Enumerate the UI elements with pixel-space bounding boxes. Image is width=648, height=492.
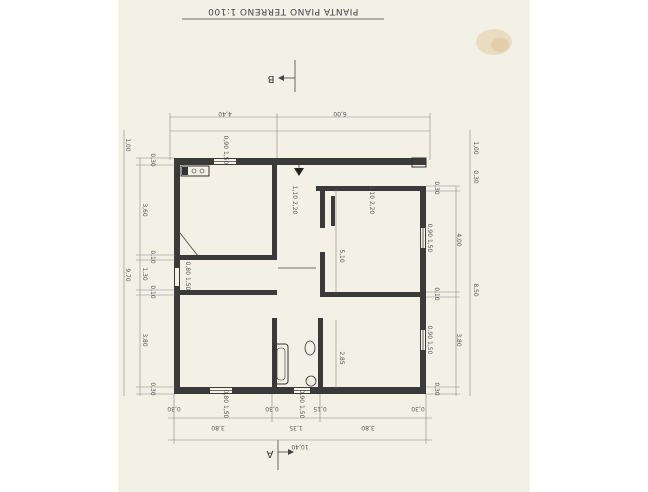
dim-bottom-1: 3,80: [211, 424, 225, 431]
wall-north: [174, 158, 426, 165]
section-label-b: B: [267, 73, 274, 84]
dim-left-total: 9,70: [124, 268, 131, 282]
plan-title: PIANTA PIANO TERRENO 1:100: [208, 6, 359, 16]
arrow-head-b: [278, 75, 284, 81]
wall-bedroom-north: [316, 186, 420, 191]
wall-east: [420, 186, 426, 394]
dim-right-4: 0,10: [433, 287, 440, 301]
stove-icon: [182, 167, 188, 175]
dim-right-3: 4,00: [455, 233, 462, 247]
dim-left-7: 0,30: [149, 382, 156, 396]
dim-left-2: 3,60: [141, 203, 148, 217]
dim-left-6: 3,80: [141, 333, 148, 347]
paper-stain-core: [491, 38, 509, 52]
kitchen-counter: [180, 165, 210, 177]
dim-bottom-2: 0,30: [265, 405, 279, 412]
wall-bedrooms-divider: [323, 292, 420, 297]
dim-bottom-3: 1,35: [289, 424, 303, 431]
dim-left-5: 0,10: [149, 285, 156, 299]
dim-right-5: 3,80: [455, 333, 462, 347]
bathtub-icon: [273, 343, 289, 385]
wall-corridor-2: [320, 252, 325, 297]
arrow-head-a: [288, 449, 294, 455]
drawing-sheet: [118, 0, 530, 492]
north-arrow-icon: [294, 168, 304, 176]
wall-kitchen-east: [272, 165, 277, 255]
wall-corridor-1: [320, 188, 325, 228]
wall-room-north: [180, 290, 277, 295]
dim-bottom-4: 0,15: [313, 405, 327, 412]
wall-kitchen-south: [180, 255, 277, 260]
dim-bottom-6: 0,30: [411, 405, 425, 412]
dim-bottom-total: 10,40: [291, 443, 308, 450]
chimney: [411, 157, 427, 168]
opening-label-4: 0,90 1,50: [426, 326, 433, 355]
opening-label-7: 0,80 1,50: [184, 262, 191, 291]
dim-right-1: 0,30: [472, 170, 479, 184]
dim-right-total: 8,50: [472, 283, 479, 297]
dim-top-right: 6,00: [333, 110, 347, 117]
opening-label-6: 0,90 1,50: [298, 390, 305, 419]
dim-left-0: 1,00: [124, 138, 131, 152]
interior-dim-0: 5,10: [338, 249, 345, 263]
door-swing: [179, 232, 199, 257]
sink-icon: [305, 375, 317, 387]
dim-left-1: 0,30: [149, 153, 156, 167]
wall-bath-east: [318, 318, 323, 390]
opening-label-1: 1,10 2,20: [291, 186, 298, 215]
dim-top-left: 4,40: [218, 110, 232, 117]
dim-right-6: 0,30: [433, 382, 440, 396]
opening-label-0: 0,90 1,50: [222, 136, 229, 165]
toilet-icon: [304, 340, 316, 356]
wardrobe-wall: [331, 196, 335, 226]
entrance-door: [175, 268, 179, 286]
dim-bottom-0: 0,30: [167, 405, 181, 412]
dim-right-2: 0,30: [433, 181, 440, 195]
section-label-a: A: [266, 448, 273, 459]
dim-right-0: 1,00: [472, 141, 479, 155]
opening-label-5: 0,80 1,50: [222, 390, 229, 419]
interior-dim-1: 2,85: [338, 351, 345, 365]
dim-bottom-5: 3,80: [361, 424, 375, 431]
opening-label-3: 0,90 1,50: [426, 224, 433, 253]
dim-left-3: 0,10: [149, 250, 156, 264]
opening-label-2: 1,10 2,20: [368, 186, 375, 215]
dim-left-4: 1,30: [141, 267, 148, 281]
